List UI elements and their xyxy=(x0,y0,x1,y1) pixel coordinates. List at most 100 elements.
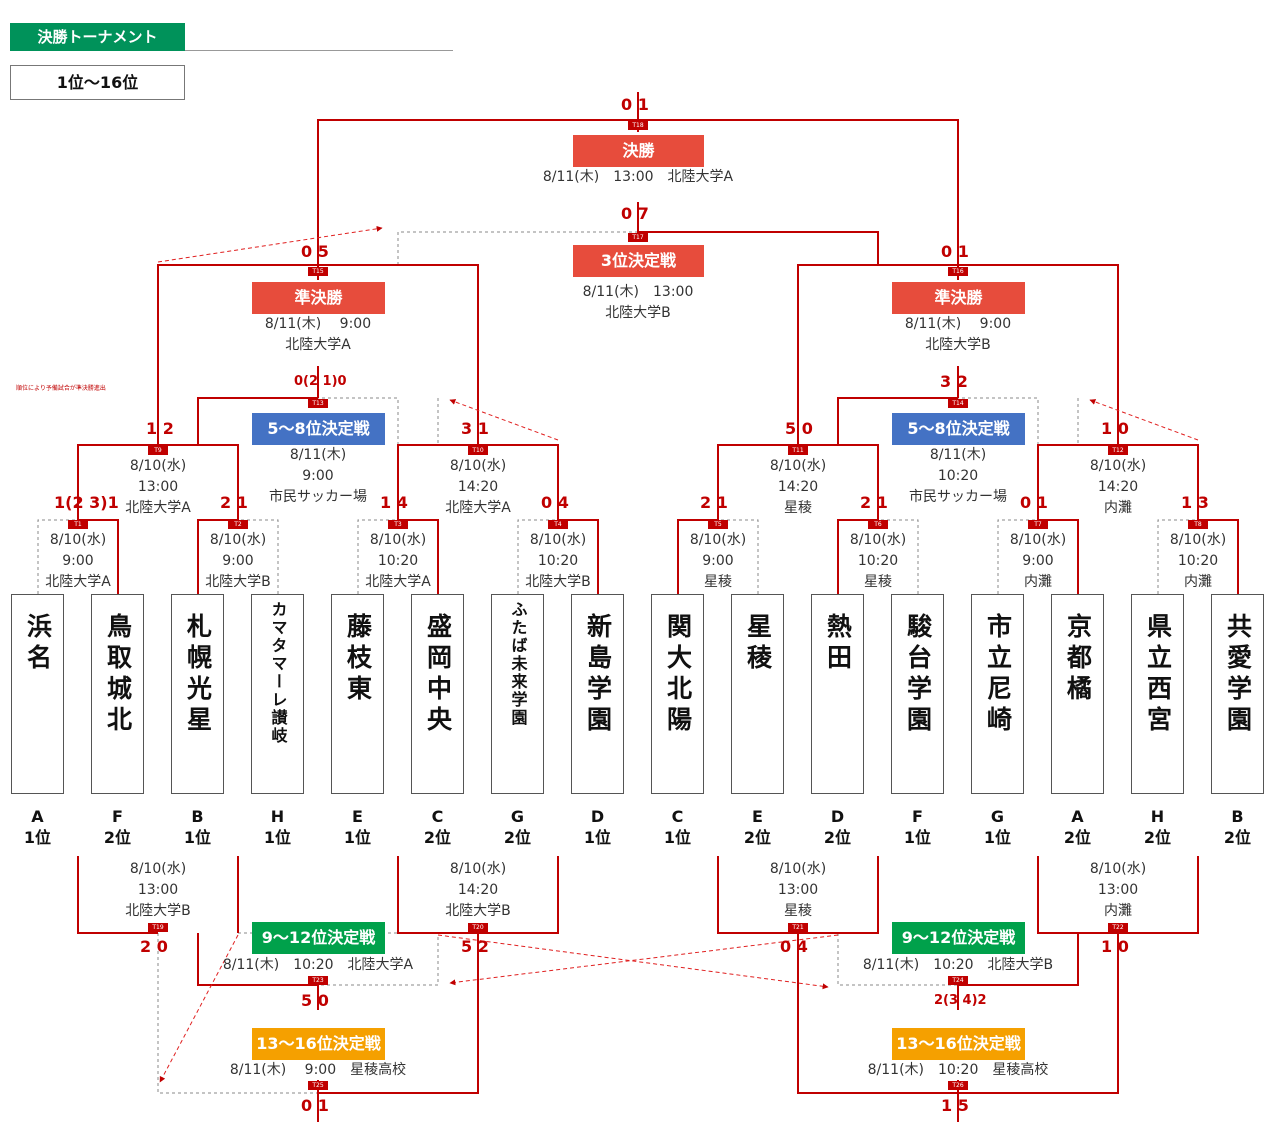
match-tag: T7 xyxy=(1028,520,1048,529)
match-tag: T19 xyxy=(148,923,168,932)
match-tag: T1 xyxy=(68,520,88,529)
team-box: 盛岡中央 xyxy=(411,594,464,794)
team-box: 星稜 xyxy=(731,594,784,794)
match-info: 8/11(木) 9:00 星稜高校 xyxy=(229,1062,407,1078)
match-tag: T16 xyxy=(948,267,968,276)
match-tag: T6 xyxy=(868,520,888,529)
place-9-12-label: 9〜12位決定戦 xyxy=(892,922,1025,954)
loser-paths xyxy=(37,231,1198,1094)
final-label: 決勝 xyxy=(573,135,704,167)
match-tag: T11 xyxy=(788,446,808,455)
match-info: 8/10(水) 13:00 星稜 xyxy=(769,861,827,919)
winner-paths xyxy=(77,92,1239,1122)
team-box: ふたば未来学園 xyxy=(491,594,544,794)
team-box: 藤枝東 xyxy=(331,594,384,794)
match-tag: T21 xyxy=(788,923,808,932)
match-info: 8/10(水) 10:20 内灘 xyxy=(1169,532,1227,590)
match-tag: T2 xyxy=(228,520,248,529)
third-place-label: 3位決定戦 xyxy=(573,245,704,277)
match-score: 3 1 xyxy=(461,419,489,438)
match-tag: T15 xyxy=(308,267,328,276)
match-tag: T22 xyxy=(1108,923,1128,932)
match-tag: T5 xyxy=(708,520,728,529)
team-box: 駿台学園 xyxy=(891,594,944,794)
team-box: 関大北陽 xyxy=(651,594,704,794)
match-score: 5 0 xyxy=(301,991,329,1010)
match-info: 8/11(木) 10:20 北陸大学B xyxy=(862,957,1054,973)
match-score: 0 4 xyxy=(541,493,569,512)
match-score: 1 0 xyxy=(1101,419,1129,438)
match-score: 3 2 xyxy=(940,372,968,391)
match-score: 2 1 xyxy=(860,493,888,512)
match-score: 1 5 xyxy=(941,1096,969,1115)
team-box: 共愛学園 xyxy=(1211,594,1264,794)
match-score: 2 0 xyxy=(140,937,168,956)
match-score: 0 5 xyxy=(301,242,329,261)
semifinal-label: 準決勝 xyxy=(252,282,385,314)
match-score: 1 4 xyxy=(380,493,408,512)
match-tag: T24 xyxy=(948,976,968,985)
match-score: 0 1 xyxy=(621,95,649,114)
match-tag: T18 xyxy=(628,121,648,130)
match-tag: T3 xyxy=(388,520,408,529)
match-score: 0 7 xyxy=(621,204,649,223)
match-info: 8/10(水) 14:20 星稜 xyxy=(769,458,827,516)
match-tag: T8 xyxy=(1188,520,1208,529)
match-info: 8/11(木) 9:00 北陸大学B xyxy=(904,316,1012,353)
place-9-12-label: 9〜12位決定戦 xyxy=(252,922,385,954)
match-tag: T10 xyxy=(468,446,488,455)
team-box: 熱田 xyxy=(811,594,864,794)
match-score: 5 0 xyxy=(785,419,813,438)
match-tag: T20 xyxy=(468,923,488,932)
semifinal-label: 準決勝 xyxy=(892,282,1025,314)
match-score: 0 1 xyxy=(301,1096,329,1115)
match-tag: T9 xyxy=(148,446,168,455)
match-tag: T4 xyxy=(548,520,568,529)
place-13-16-label: 13〜16位決定戦 xyxy=(252,1028,385,1060)
match-info: 8/10(水) 9:00 北陸大学B xyxy=(205,532,271,590)
section-title: 決勝トーナメント xyxy=(10,23,185,51)
match-tag: T25 xyxy=(308,1081,328,1090)
match-info: 8/10(水) 10:20 北陸大学B xyxy=(525,532,591,590)
bracket-note: 順位により予備試合が準決勝進出 xyxy=(16,385,106,392)
match-score: 1 3 xyxy=(1181,493,1209,512)
match-info: 8/10(水) 14:20 北陸大学B xyxy=(445,861,511,919)
match-score: 0 1 xyxy=(1020,493,1048,512)
match-score: 2(3 4)2 xyxy=(934,993,987,1008)
match-info: 8/10(水) 9:00 北陸大学A xyxy=(45,532,111,590)
match-info: 8/10(水) 13:00 内灘 xyxy=(1089,861,1147,919)
match-info: 8/10(水) 9:00 星稜 xyxy=(689,532,747,590)
match-info: 8/10(水) 14:20 内灘 xyxy=(1089,458,1147,516)
match-tag: T17 xyxy=(628,233,648,242)
match-tag: T14 xyxy=(948,399,968,408)
match-info: 8/11(木) 9:00 市民サッカー場 xyxy=(269,447,367,505)
match-score: 1 2 xyxy=(146,419,174,438)
match-info: 8/10(水) 10:20 星稜 xyxy=(849,532,907,590)
match-info: 8/10(水) 14:20 北陸大学A xyxy=(445,458,511,516)
match-info: 8/10(水) 13:00 北陸大学A xyxy=(125,458,191,516)
match-score: 1(2 3)1 xyxy=(54,493,119,512)
team-box: 札幌光星 xyxy=(171,594,224,794)
match-tag: T26 xyxy=(948,1081,968,1090)
match-info: 8/11(木) 10:20 星稜高校 xyxy=(867,1062,1049,1078)
match-tag: T12 xyxy=(1108,446,1128,455)
match-info: 8/10(水) 10:20 北陸大学A xyxy=(365,532,431,590)
team-box: 浜名 xyxy=(11,594,64,794)
match-score: 2 1 xyxy=(220,493,248,512)
match-score: 0(2 1)0 xyxy=(294,374,347,389)
title-underline xyxy=(185,50,453,51)
